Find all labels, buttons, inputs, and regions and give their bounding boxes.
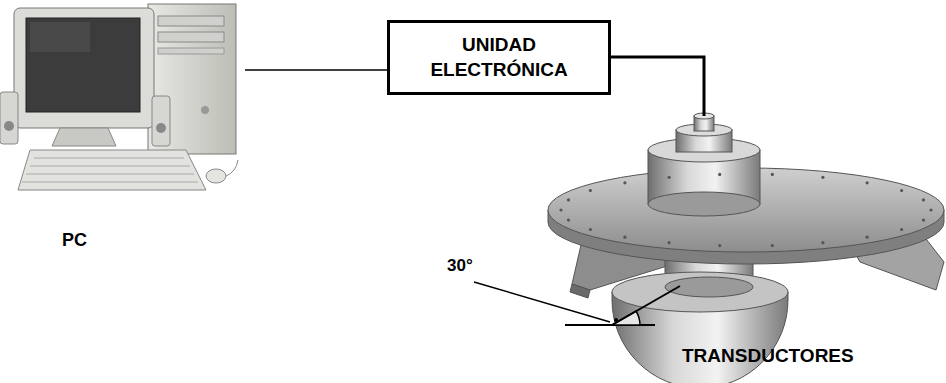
- node-label: UNIDAD ELECTRÓNICA: [414, 33, 584, 82]
- angle-label: 30°: [447, 256, 473, 276]
- node-label: PC: [62, 229, 87, 252]
- connector-wire: [245, 70, 387, 71]
- electronic-unit-box: UNIDAD ELECTRÓNICA: [387, 20, 611, 95]
- connector-wire: [611, 57, 704, 116]
- computer: [0, 4, 238, 190]
- transducer-node: TRANSDUCTORES: [560, 116, 946, 380]
- angle-symbol: [474, 282, 680, 325]
- transducer-assembly: [548, 113, 944, 383]
- computer-node: PC: [0, 0, 245, 262]
- node-label: TRANSDUCTORES: [682, 344, 854, 369]
- bolt-holes: [559, 173, 932, 247]
